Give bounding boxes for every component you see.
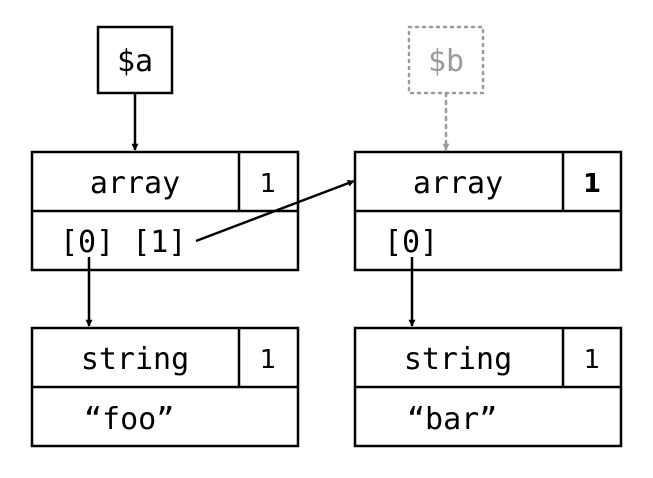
string-left-type: string <box>81 342 189 377</box>
string-right-refcount: 1 <box>584 345 601 375</box>
string-left-value: “foo” <box>84 402 174 437</box>
array-right-refcount: 1 <box>583 169 601 199</box>
arrow-array-left-1-to-array-right <box>195 179 355 243</box>
array-right-type: array <box>413 166 503 201</box>
variable-b-label: $b <box>428 44 464 79</box>
array-left-node: array 1 [0] [1] <box>30 150 300 272</box>
variable-a-label: $a <box>117 44 153 79</box>
array-right-entries: [0] <box>384 225 438 260</box>
string-left-refcount: 1 <box>260 345 277 375</box>
array-left-entries: [0] [1] <box>60 225 186 260</box>
variable-a: $a <box>96 25 174 95</box>
array-right-node: array 1 [0] <box>353 150 623 272</box>
string-left-node: string 1 “foo” <box>30 326 300 448</box>
array-left-refcount: 1 <box>260 169 277 199</box>
string-right-node: string 1 “bar” <box>353 326 623 448</box>
array-left-type: array <box>90 166 180 201</box>
string-right-value: “bar” <box>407 402 497 437</box>
variable-b: $b <box>407 25 485 95</box>
string-right-type: string <box>404 342 512 377</box>
variable-a-box <box>96 25 174 95</box>
